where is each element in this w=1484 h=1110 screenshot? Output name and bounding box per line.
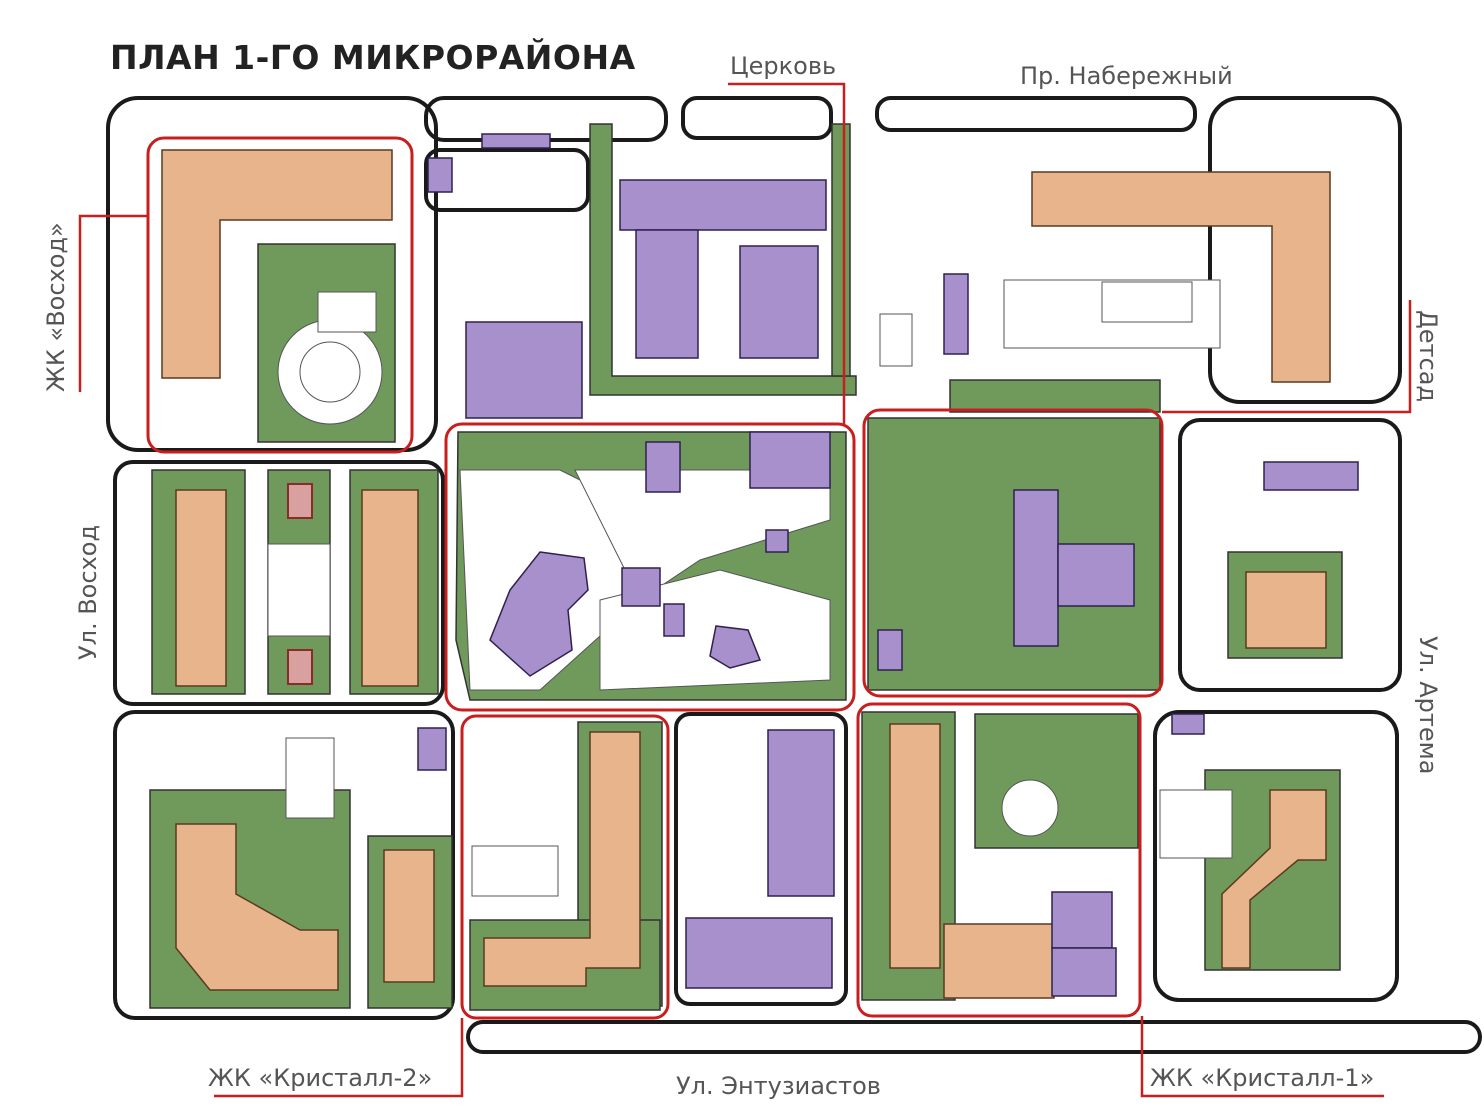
kiosk-ne xyxy=(879,313,913,367)
building-southeast xyxy=(1221,789,1327,969)
leader-kindergarten xyxy=(1162,300,1412,414)
sports-court-ne xyxy=(1101,281,1193,323)
label-crystal1: ЖК «Кристалл-1» xyxy=(1150,1064,1375,1092)
building-southwest xyxy=(175,823,339,991)
map-title: ПЛАН 1-ГО МИКРОРАЙОНА xyxy=(110,38,636,77)
church-wing-west xyxy=(635,229,699,359)
label-voskhod-street: Ул. Восход xyxy=(74,524,102,660)
building-crystal1-west xyxy=(889,723,941,969)
label-crystal2: ЖК «Кристалл-2» xyxy=(208,1064,433,1092)
green-strip-ne xyxy=(949,379,1161,413)
block-northeast xyxy=(1208,96,1402,404)
yard-southeast xyxy=(1159,789,1233,859)
public-central-3 xyxy=(765,529,789,553)
building-block3 xyxy=(361,489,419,687)
public-central-4 xyxy=(621,567,661,607)
public-kiosk-1 xyxy=(427,157,453,193)
label-voskhod-complex: ЖК «Восход» xyxy=(42,222,70,392)
block-southeast xyxy=(1153,710,1399,1002)
label-embankment: Пр. Набережный xyxy=(1020,62,1233,90)
kindergarten-wing xyxy=(1057,543,1135,607)
building-crystal1-south xyxy=(943,923,1055,999)
label-artema-street: Ул. Артема xyxy=(1414,636,1442,775)
public-ne-strip xyxy=(943,273,969,355)
public-strip-north xyxy=(481,133,551,149)
frame-crystal1 xyxy=(856,702,1142,1018)
block-parking-north xyxy=(424,148,590,212)
block-voskhod xyxy=(106,96,438,452)
fountain-crystal1 xyxy=(1001,779,1059,837)
public-buildings xyxy=(417,133,1359,997)
outbuildings xyxy=(287,483,313,685)
highlight-frames xyxy=(146,136,1164,1020)
building-east-tower xyxy=(1245,571,1327,649)
outbuilding-1 xyxy=(287,483,313,519)
label-kindergarten: Детсад xyxy=(1414,310,1442,402)
block-south-middle xyxy=(674,712,848,1006)
leader-crystal2 xyxy=(214,1018,464,1098)
crystal1-annex-south xyxy=(1051,947,1117,997)
block-east xyxy=(1178,418,1402,692)
sports-court-voskhod xyxy=(317,291,377,333)
public-central-6 xyxy=(709,625,762,669)
block-church-top xyxy=(681,96,833,140)
plaza-circle-inner xyxy=(299,341,361,403)
road-entuziastov xyxy=(466,1020,1482,1054)
yard-crystal2 xyxy=(471,845,559,897)
building-crystal2-small xyxy=(383,849,435,983)
outbuilding-2 xyxy=(287,649,313,685)
public-parking-block xyxy=(465,321,583,419)
block-southwest xyxy=(113,710,455,1020)
church-main xyxy=(619,179,827,231)
label-church: Церковь xyxy=(730,52,837,80)
public-central-church xyxy=(489,551,589,677)
road-outlines xyxy=(106,96,1482,1054)
green-crystal1-court xyxy=(974,713,1139,849)
public-central-2 xyxy=(749,431,831,489)
yard-block-2 xyxy=(267,543,331,637)
church-wing-east xyxy=(739,245,819,359)
public-east-strip xyxy=(1263,461,1359,491)
block-embankment-left xyxy=(875,96,1197,132)
leader-church xyxy=(728,82,846,424)
kindergarten-shed xyxy=(877,629,903,671)
crystal1-annex-north xyxy=(1051,891,1113,949)
public-east-kiosk xyxy=(1171,713,1205,735)
residential-buildings xyxy=(161,149,1331,999)
building-crystal2 xyxy=(483,731,641,987)
frame-voskhod xyxy=(146,136,414,454)
label-entuziastov-street: Ул. Энтузиастов xyxy=(676,1072,881,1100)
green-church-west xyxy=(589,123,857,396)
public-south-tall xyxy=(767,729,835,897)
public-sw-kiosk xyxy=(417,727,447,771)
public-central-1 xyxy=(645,441,681,493)
building-embankment xyxy=(1031,171,1331,383)
yard-southwest xyxy=(285,737,335,819)
building-voskhod xyxy=(161,149,393,379)
building-block1 xyxy=(175,489,227,687)
frame-kindergarten xyxy=(862,408,1164,698)
block-voskhod-street xyxy=(113,460,445,706)
public-south-wide xyxy=(685,917,833,989)
green-church-east xyxy=(831,123,851,377)
public-central-5 xyxy=(663,603,685,637)
leader-lines xyxy=(78,82,1412,1098)
frame-central xyxy=(444,422,856,712)
leader-crystal1 xyxy=(1140,1016,1384,1098)
frame-crystal2 xyxy=(460,714,670,1020)
leader-voskhod xyxy=(78,214,148,392)
kindergarten-main xyxy=(1013,489,1059,647)
